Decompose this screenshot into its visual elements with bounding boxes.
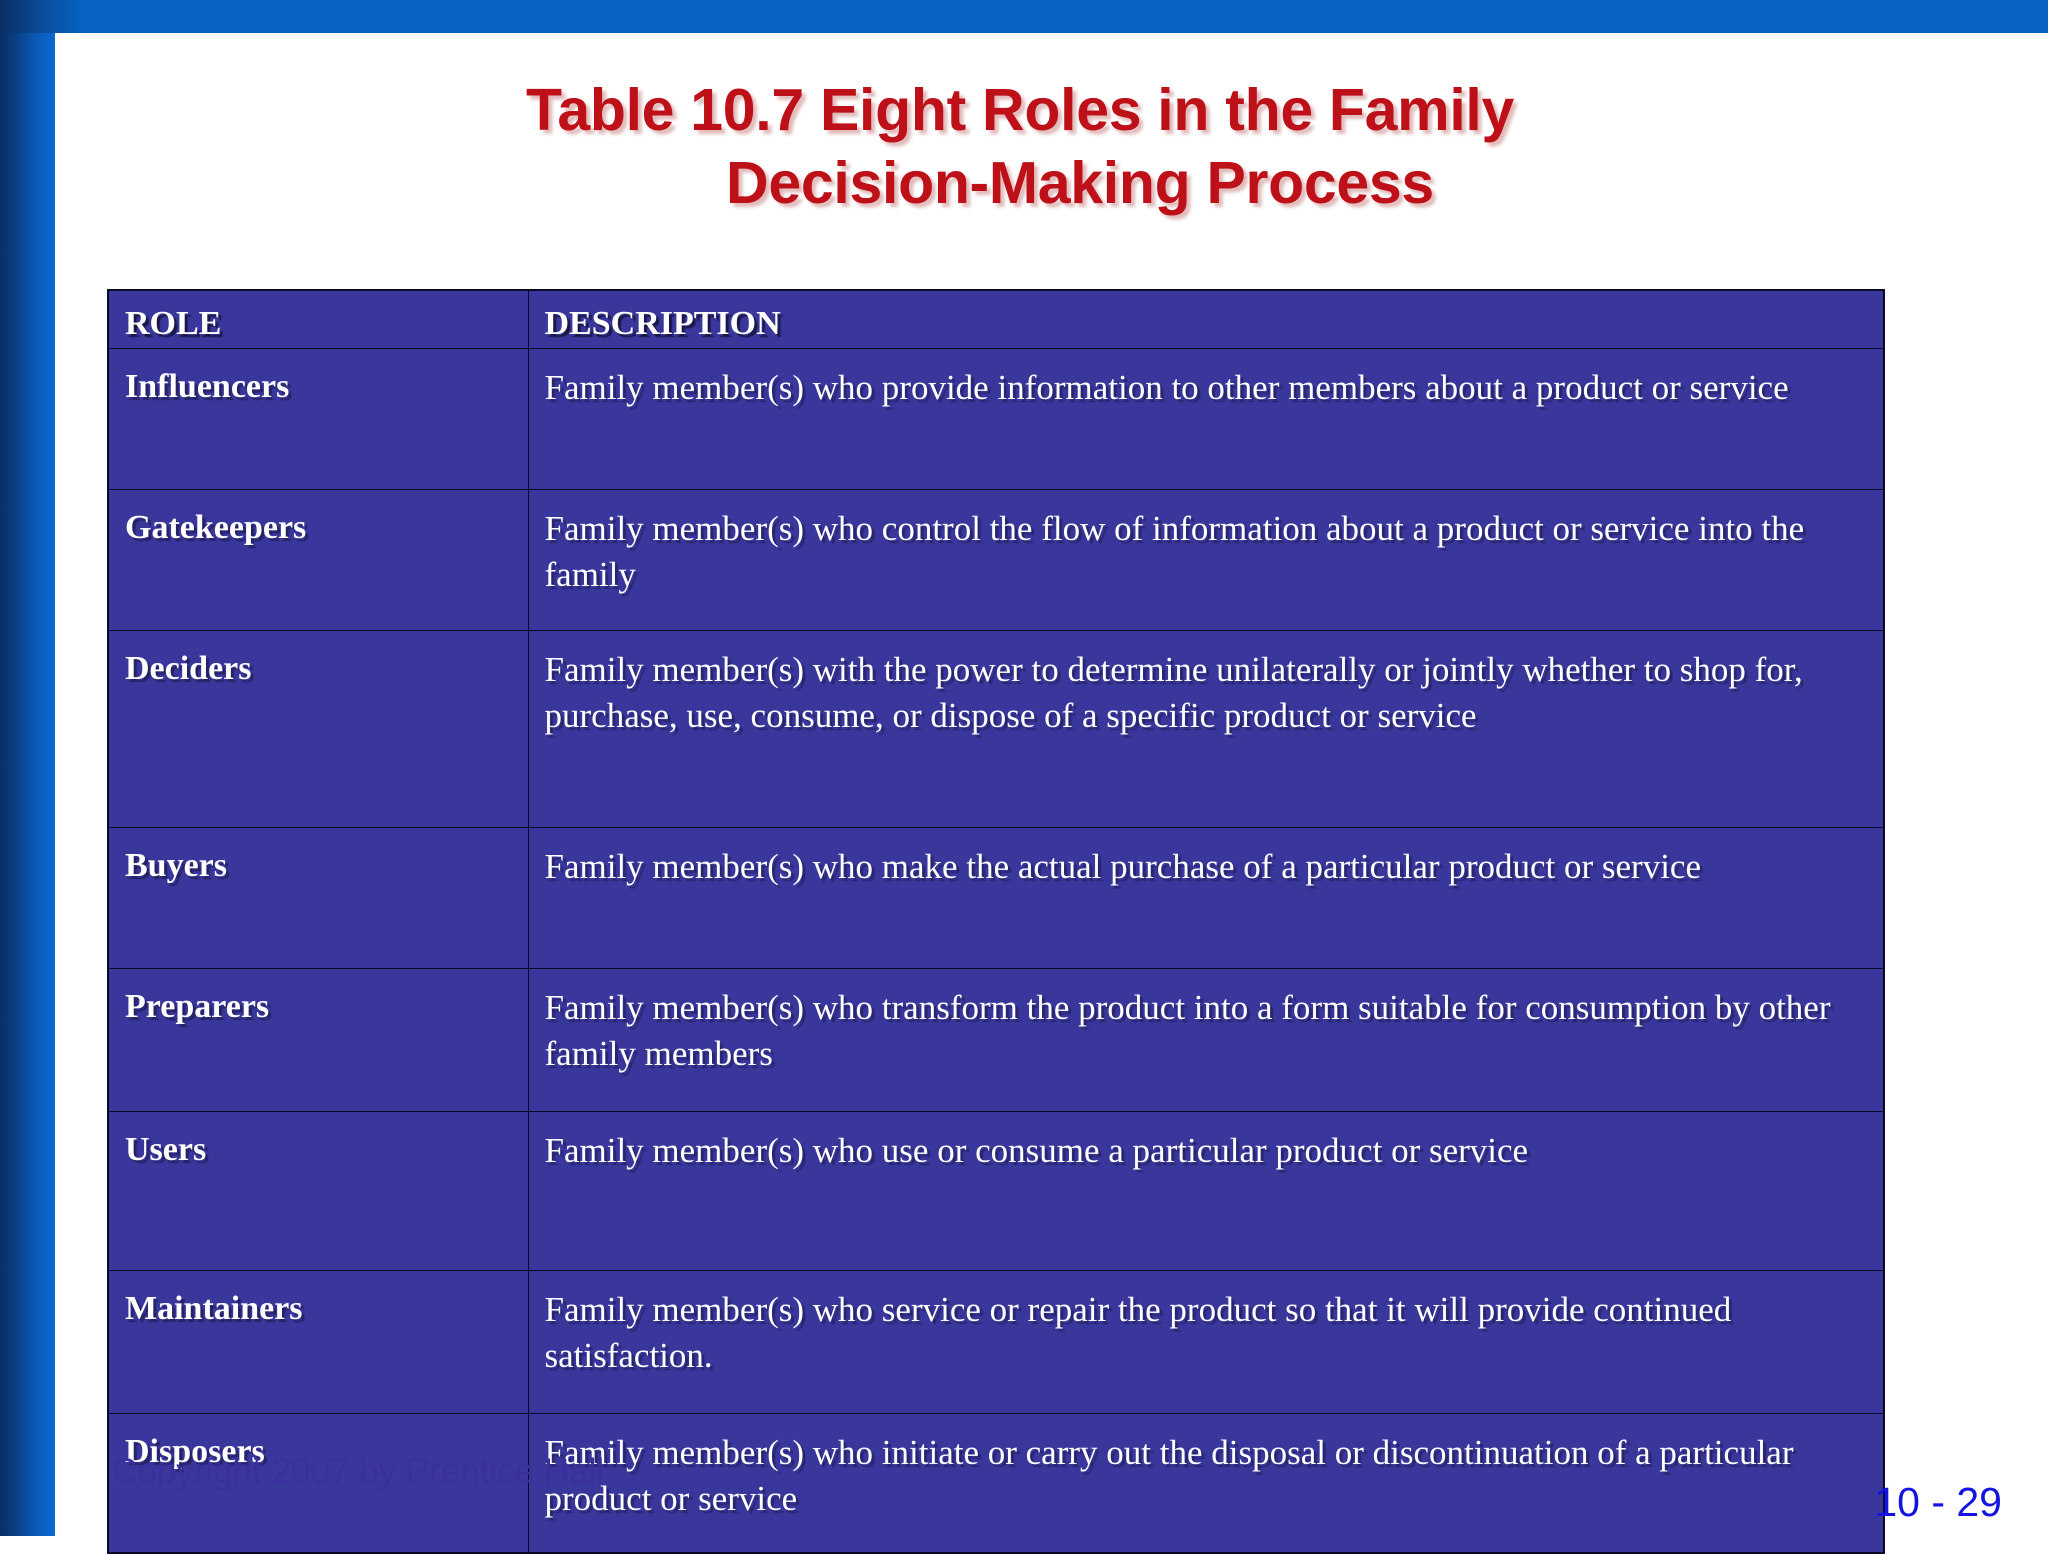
roles-table-container: ROLE DESCRIPTION Influencers Family memb… xyxy=(107,289,1885,1554)
role-description: Family member(s) who make the actual pur… xyxy=(527,827,1885,970)
table-row: Gatekeepers Family member(s) who control… xyxy=(107,489,1885,632)
table-header: ROLE DESCRIPTION xyxy=(107,289,1885,350)
page-title-line-2: Decision-Making Process xyxy=(726,150,1434,217)
role-description: Family member(s) who initiate or carry o… xyxy=(527,1413,1885,1554)
table-row: Disposers Family member(s) who initiate … xyxy=(107,1413,1885,1554)
role-name: Buyers xyxy=(107,827,529,970)
page-title-line-1: Table 10.7 Eight Roles in the Family xyxy=(525,77,1515,143)
role-name: Disposers xyxy=(107,1413,529,1554)
roles-table: ROLE DESCRIPTION Influencers Family memb… xyxy=(107,289,1885,1554)
role-name: Users xyxy=(107,1111,529,1272)
table-header-row: ROLE DESCRIPTION xyxy=(107,289,1885,350)
role-name: Deciders xyxy=(107,630,529,829)
column-header-role: ROLE xyxy=(107,289,529,350)
table-row: Preparers Family member(s) who transform… xyxy=(107,968,1885,1113)
role-name: Gatekeepers xyxy=(107,489,529,632)
role-name: Influencers xyxy=(107,348,529,491)
left-accent-bar xyxy=(0,0,55,1536)
page-title: Table 10.7 Eight Roles in the Family Dec… xyxy=(120,74,1920,220)
copyright-notice: Copyright 2007 by Prentice Hall xyxy=(112,1452,605,1491)
column-header-description: DESCRIPTION xyxy=(527,289,1885,350)
role-name: Maintainers xyxy=(107,1270,529,1415)
role-name: Preparers xyxy=(107,968,529,1113)
role-description: Family member(s) who control the flow of… xyxy=(527,489,1885,632)
table-row: Users Family member(s) who use or consum… xyxy=(107,1111,1885,1272)
table-row: Buyers Family member(s) who make the act… xyxy=(107,827,1885,970)
role-description: Family member(s) who use or consume a pa… xyxy=(527,1111,1885,1272)
table-row: Maintainers Family member(s) who service… xyxy=(107,1270,1885,1415)
table-row: Deciders Family member(s) with the power… xyxy=(107,630,1885,829)
role-description: Family member(s) with the power to deter… xyxy=(527,630,1885,829)
left-accent-bar-corner xyxy=(0,0,85,33)
role-description: Family member(s) who provide information… xyxy=(527,348,1885,491)
table-row: Influencers Family member(s) who provide… xyxy=(107,348,1885,491)
top-accent-bar xyxy=(0,0,2048,33)
page-number: 10 - 29 xyxy=(1874,1479,2002,1525)
table-body: Influencers Family member(s) who provide… xyxy=(107,348,1885,1554)
role-description: Family member(s) who transform the produ… xyxy=(527,968,1885,1113)
role-description: Family member(s) who service or repair t… xyxy=(527,1270,1885,1415)
